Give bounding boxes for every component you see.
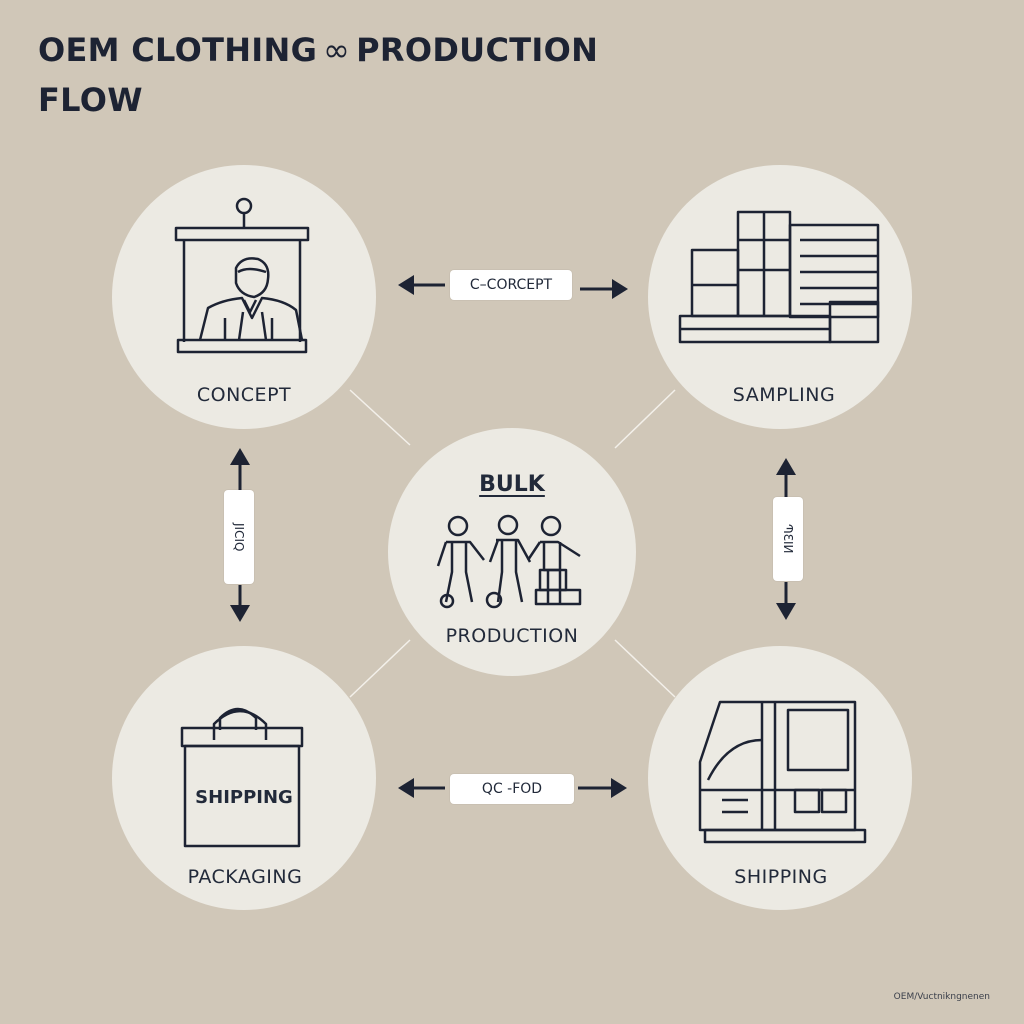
- connector-concept-bulk: [349, 389, 411, 446]
- image-credit: OEM/Vuctnikngnenen: [893, 992, 990, 1002]
- connector-label-left: JICIQ: [224, 490, 254, 584]
- node-label-production: PRODUCTION: [445, 625, 579, 647]
- connector-label-left-text: JICIQ: [232, 522, 246, 552]
- arrow-top: [398, 275, 628, 299]
- circle-shipping: [648, 646, 912, 910]
- arrow-right: [776, 458, 796, 620]
- title-part-2: PRODUCTION: [356, 31, 599, 69]
- title-part-1: OEM CLOTHING: [38, 31, 318, 69]
- truck-icon: [698, 700, 867, 844]
- connector-label-right-text: ՊƐIИ: [781, 524, 795, 554]
- bag-inner-label: SHIPPING: [195, 787, 293, 808]
- arrow-bottom: [398, 778, 627, 798]
- arrows: [230, 275, 796, 798]
- node-top-label-bulk: BULK: [479, 472, 545, 497]
- diagonal-connectors: [349, 389, 676, 698]
- arrow-left: [230, 448, 250, 622]
- node-label-concept: CONCEPT: [196, 384, 292, 406]
- node-label-shipping: SHIPPING: [734, 866, 828, 888]
- presentation-icon: [174, 197, 310, 354]
- infinity-icon: ∞: [323, 31, 351, 69]
- node-label-sampling: SAMPLING: [732, 384, 836, 406]
- connector-shipping-bulk: [614, 639, 676, 698]
- shopping-bag-icon: [180, 707, 304, 848]
- connector-label-top: C–CORCEPT: [450, 270, 572, 300]
- diagram-title: OEM CLOTHING∞PRODUCTION FLOW: [38, 26, 938, 125]
- connector-label-bottom: QC -FOD: [450, 774, 574, 804]
- circle-sampling: [648, 165, 912, 429]
- title-part-3: FLOW: [38, 80, 143, 119]
- factory-icon: [678, 210, 880, 344]
- connector-sampling-bulk: [614, 389, 676, 449]
- workers-icon: [436, 514, 582, 609]
- node-label-packaging: PACKAGING: [187, 866, 303, 888]
- connector-packaging-bulk: [349, 639, 411, 698]
- circle-packaging: [112, 646, 376, 910]
- circle-bulk-production: [388, 428, 636, 676]
- connector-label-right: ՊƐIИ: [773, 497, 803, 581]
